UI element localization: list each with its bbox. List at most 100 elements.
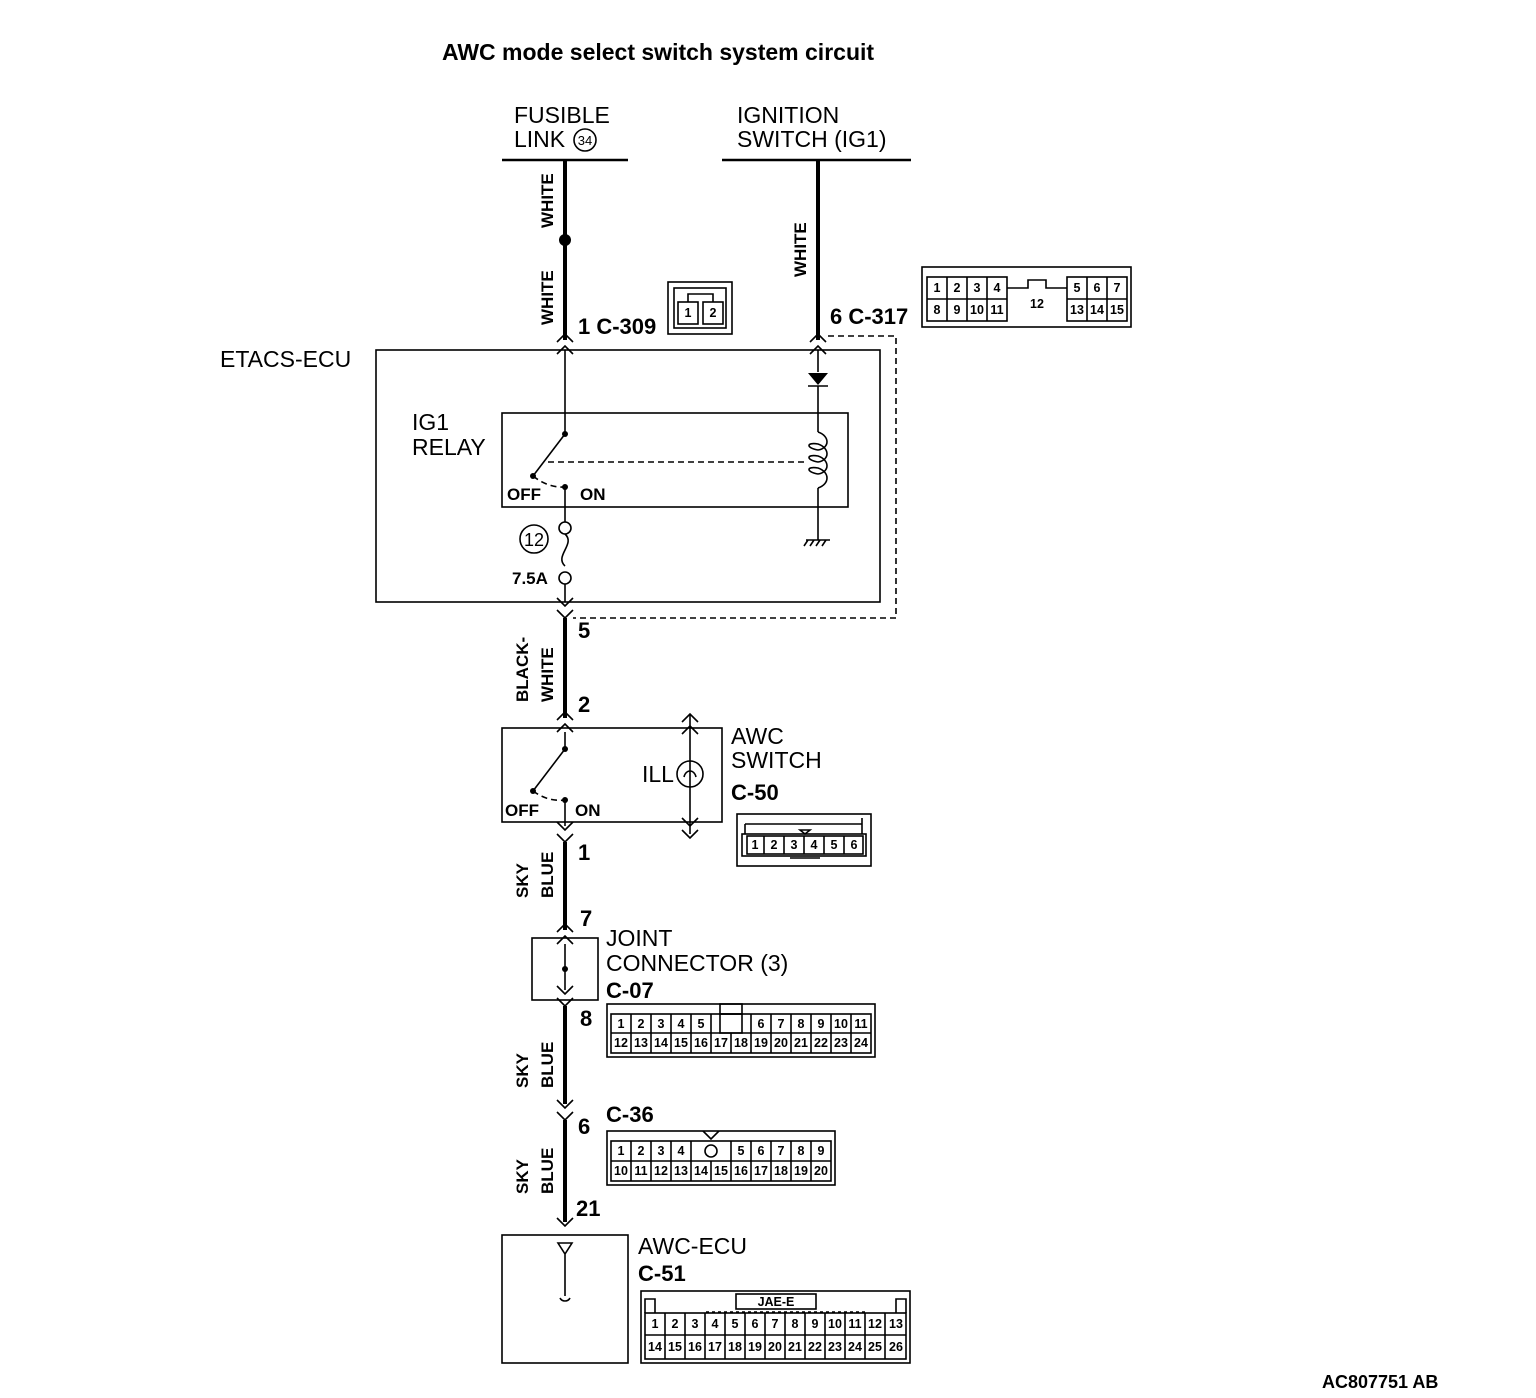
- svg-text:9: 9: [954, 303, 961, 317]
- connector-c50: 1 2 3 4 5 6: [736, 813, 872, 867]
- wire-color-white-ignition: WHITE: [791, 222, 810, 277]
- fusible-link-number: 34: [578, 133, 592, 148]
- svg-text:6: 6: [1094, 281, 1101, 295]
- svg-text:1: 1: [618, 1144, 625, 1158]
- svg-text:24: 24: [848, 1340, 862, 1354]
- joint-connector-code: C-07: [606, 978, 654, 1003]
- fuse-element-icon: [561, 533, 569, 567]
- svg-text:19: 19: [794, 1164, 808, 1178]
- ecu-dashed-boundary: [573, 335, 897, 619]
- awc-ecu-input-icon: [556, 1242, 574, 1302]
- fuse-terminal-bottom: [558, 571, 572, 585]
- svg-text:4: 4: [811, 838, 818, 852]
- switch-dash-arc: [532, 790, 566, 802]
- diagram-title: AWC mode select switch system circuit: [442, 39, 874, 65]
- svg-text:12: 12: [1030, 297, 1044, 311]
- fuse-terminal-top: [558, 521, 572, 535]
- svg-text:4: 4: [712, 1317, 719, 1331]
- svg-text:8: 8: [798, 1017, 805, 1031]
- svg-text:3: 3: [658, 1144, 665, 1158]
- svg-text:2: 2: [771, 838, 778, 852]
- fuse-number-circle: [519, 524, 549, 554]
- wire-color-white-lower: WHITE: [538, 270, 557, 325]
- pin-21: 21: [576, 1196, 600, 1221]
- wire-color-black: BLACK-: [513, 637, 532, 702]
- fusible-link-label: FUSIBLE: [514, 102, 610, 128]
- svg-text:9: 9: [812, 1317, 819, 1331]
- chevron-c309: [556, 332, 574, 355]
- c36-label: C-36: [606, 1102, 654, 1127]
- svg-text:15: 15: [714, 1164, 728, 1178]
- svg-text:6: 6: [758, 1144, 765, 1158]
- ig1-relay-label: IG1: [412, 409, 449, 435]
- ignition-switch-label-2: SWITCH (IG1): [737, 126, 887, 152]
- awc-switch-box: [501, 727, 723, 823]
- svg-text:21: 21: [794, 1036, 808, 1050]
- svg-text:JAE-E: JAE-E: [758, 1295, 795, 1309]
- svg-text:17: 17: [714, 1036, 728, 1050]
- svg-text:5: 5: [732, 1317, 739, 1331]
- svg-text:21: 21: [788, 1340, 802, 1354]
- wire-color-white-upper: WHITE: [538, 173, 557, 228]
- svg-text:4: 4: [678, 1017, 685, 1031]
- svg-text:11: 11: [990, 303, 1003, 317]
- pin-7: 7: [580, 906, 592, 931]
- connector-c309: 1 2: [667, 281, 733, 335]
- relay-contact-arm: [532, 433, 566, 477]
- svg-text:14: 14: [654, 1036, 668, 1050]
- svg-text:22: 22: [814, 1036, 828, 1050]
- ill-chevron-bottom: [681, 817, 699, 840]
- joint-connector-label: JOINT: [606, 925, 672, 951]
- svg-text:15: 15: [668, 1340, 682, 1354]
- bulb-filament: [683, 770, 697, 778]
- svg-text:11: 11: [854, 1017, 867, 1031]
- ig1-relay-box: [501, 412, 849, 508]
- svg-text:16: 16: [688, 1340, 702, 1354]
- svg-text:17: 17: [708, 1340, 722, 1354]
- svg-text:20: 20: [768, 1340, 782, 1354]
- svg-text:11: 11: [848, 1317, 861, 1331]
- relay-dash-arc: [532, 475, 566, 488]
- awc-ecu-box: [501, 1234, 629, 1364]
- switch-contact-arm: [532, 748, 566, 792]
- chevron-joint-in: [556, 922, 574, 945]
- relay-coil-icon: [808, 431, 828, 489]
- figure-id: AC807751 AB: [1322, 1372, 1438, 1392]
- svg-text:4: 4: [994, 281, 1001, 295]
- svg-text:8: 8: [792, 1317, 799, 1331]
- pin-6: 6: [578, 1114, 590, 1139]
- svg-text:3: 3: [791, 838, 798, 852]
- chevron-switch-in: [556, 710, 574, 733]
- svg-text:12: 12: [614, 1036, 628, 1050]
- svg-text:7: 7: [1114, 281, 1121, 295]
- switch-on-label: ON: [575, 801, 601, 820]
- ill-label: ILL: [642, 761, 674, 787]
- svg-text:13: 13: [634, 1036, 648, 1050]
- svg-text:2: 2: [638, 1144, 645, 1158]
- joint-connector-box: [531, 937, 599, 1001]
- awc-switch-connector: C-50: [731, 780, 779, 805]
- switch-off-label: OFF: [505, 801, 539, 820]
- svg-text:7: 7: [778, 1144, 785, 1158]
- wire-color-blue-1: BLUE: [538, 852, 557, 898]
- svg-text:2: 2: [638, 1017, 645, 1031]
- awc-switch-label: AWC: [731, 723, 784, 749]
- pin-c309: 1 C-309: [578, 314, 656, 339]
- svg-text:3: 3: [974, 281, 981, 295]
- svg-text:25: 25: [868, 1340, 882, 1354]
- svg-text:10: 10: [614, 1164, 628, 1178]
- svg-text:10: 10: [828, 1317, 842, 1331]
- wire-color-sky-1: SKY: [513, 862, 532, 898]
- pin-c317: 6 C-317: [830, 304, 908, 329]
- svg-text:13: 13: [889, 1317, 903, 1331]
- wire-color-blue-3: BLUE: [538, 1148, 557, 1194]
- svg-text:5: 5: [831, 838, 838, 852]
- awc-ecu-label: AWC-ECU: [638, 1233, 747, 1259]
- fuse-number: 12: [524, 530, 544, 550]
- connector-c51: JAE-E 1 2 3 4 5 6 7 8 9 10 11 12 13 14 1…: [640, 1290, 911, 1364]
- wire-color-sky-2: SKY: [513, 1052, 532, 1088]
- svg-text:16: 16: [694, 1036, 708, 1050]
- wire-color-blue-2: BLUE: [538, 1042, 557, 1088]
- svg-text:14: 14: [1090, 303, 1104, 317]
